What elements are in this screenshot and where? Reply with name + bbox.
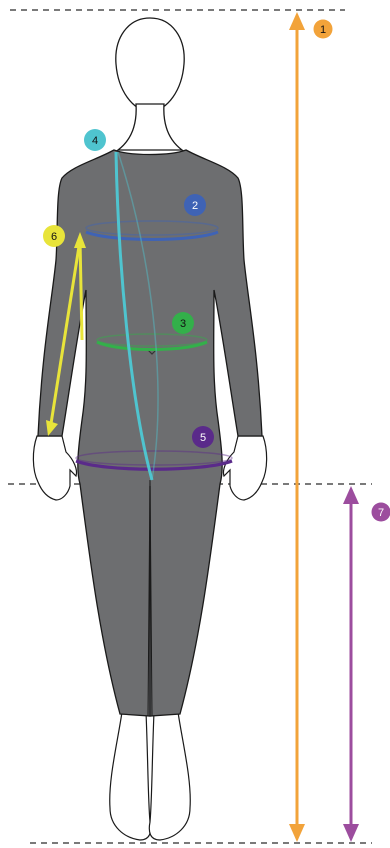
marker-3-label: 3: [180, 318, 186, 330]
mannequin-neck: [118, 104, 182, 150]
lower-height-arrow-head-bottom: [343, 824, 359, 842]
marker-1-label: 1: [320, 24, 326, 36]
lower-height-arrow-head-top: [343, 486, 359, 504]
marker-badge-4: 4: [84, 129, 106, 151]
right-foot: [149, 712, 190, 840]
marker-badge-6: 6: [43, 225, 65, 247]
mannequin-head: [116, 18, 184, 112]
left-foot: [110, 712, 151, 840]
right-hand: [223, 436, 266, 500]
full-height-arrow-head-top: [289, 12, 305, 30]
full-height-measure: [289, 12, 305, 842]
marker-badge-1: 1: [314, 20, 333, 39]
marker-6-label: 6: [51, 231, 57, 243]
lower-height-measure: [343, 486, 359, 842]
arm-arrow-line-2: [80, 240, 82, 340]
marker-5-label: 5: [200, 432, 206, 444]
marker-7-label: 7: [378, 507, 384, 519]
marker-badge-3: 3: [172, 312, 194, 334]
marker-4-label: 4: [92, 135, 98, 147]
mannequin-figure: [33, 18, 266, 840]
marker-2-label: 2: [192, 200, 198, 212]
marker-badge-5: 5: [192, 426, 214, 448]
marker-badge-7: 7: [372, 503, 390, 522]
left-hand: [33, 436, 76, 500]
marker-badge-2: 2: [184, 194, 206, 216]
full-height-arrow-head-bottom: [289, 824, 305, 842]
